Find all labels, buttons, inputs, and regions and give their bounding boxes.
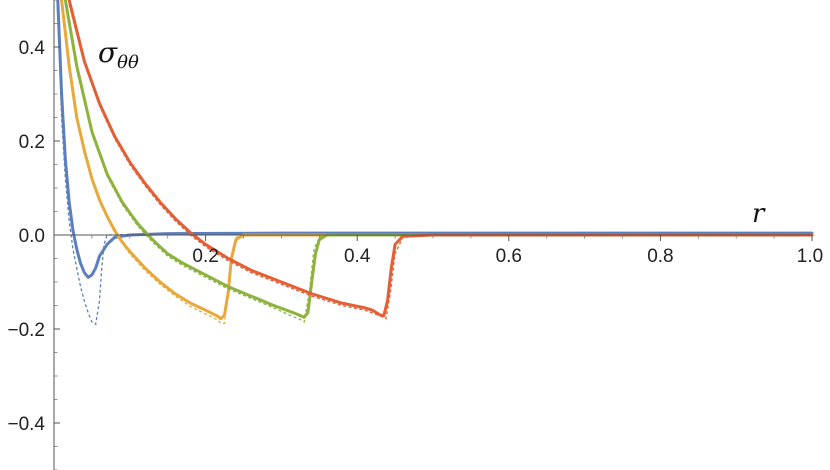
y-axis-label: σθθ: [98, 36, 139, 73]
series-2-solid-line: [60, 0, 814, 321]
y-tick-label: −0.2: [7, 320, 45, 341]
y-tick-label: 0.2: [19, 132, 45, 153]
series-4-solid-line: [67, 0, 814, 318]
x-axis-label: r: [752, 199, 766, 229]
y-tick-label: 0.4: [19, 38, 46, 59]
series-layer: [56, 0, 814, 326]
x-tick-label: 0.2: [192, 246, 218, 267]
series-4-dashed-line: [68, 4, 812, 320]
ticks-layer: 0.2 0.4 0.6 0.8 1.0 0.4 0.2 0.0 −0.2 −0.4: [7, 0, 823, 470]
series-2-dashed-line: [60, 4, 812, 325]
x-tick-label: 0.8: [647, 246, 673, 267]
series-3-solid-line: [63, 0, 814, 319]
y-tick-label: −0.4: [7, 414, 45, 435]
series-1-dashed-line: [57, 9, 812, 326]
x-tick-label: 1.0: [797, 246, 823, 267]
series-3-dashed-line: [64, 4, 812, 324]
y-tick-label: 0.0: [19, 226, 45, 247]
y-axis-label-subscript: θθ: [117, 52, 139, 73]
x-tick-label: 0.4: [344, 246, 371, 267]
y-axis-label-symbol: σ: [98, 36, 118, 69]
x-tick-label: 0.6: [496, 246, 522, 267]
